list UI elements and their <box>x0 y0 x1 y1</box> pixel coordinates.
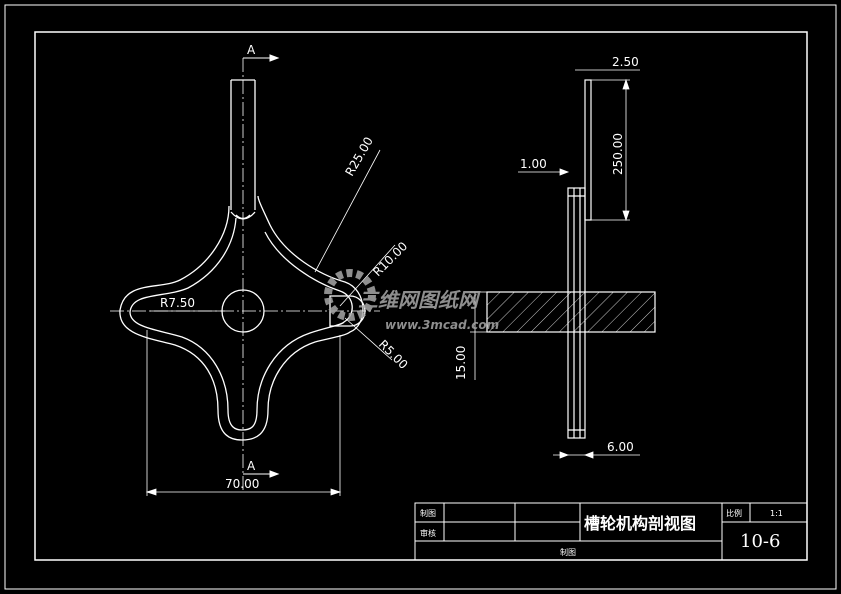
watermark: 三维网图纸网 www.3mcad.com <box>324 269 499 332</box>
tb-footer: 制图 <box>560 547 576 557</box>
tb-title: 槽轮机构剖视图 <box>584 514 696 533</box>
tb-drawing-number: 10-6 <box>740 531 780 552</box>
dim-r25: R25.00 <box>342 135 375 179</box>
right-slot <box>329 295 366 327</box>
shaft-hatch <box>487 292 655 332</box>
tb-scale-label: 比例 <box>726 508 742 518</box>
dim-r5: R5.00 <box>376 337 411 372</box>
section-mark-top: A <box>247 43 256 57</box>
watermark-cn: 三维网图纸网 <box>358 288 481 312</box>
front-view <box>119 79 366 441</box>
dim-width-70: 70.00 <box>225 477 259 491</box>
watermark-url: www.3mcad.com <box>385 318 499 332</box>
dim-6: 6.00 <box>607 440 634 454</box>
section-mark-bottom: A <box>247 459 256 473</box>
tb-drawn-by: 制图 <box>420 508 436 518</box>
sheet-outer-border <box>4 4 837 590</box>
dim-1: 1.00 <box>520 157 547 171</box>
title-block <box>414 502 808 561</box>
dim-250: 250.00 <box>611 133 625 175</box>
dim-15: 15.00 <box>454 346 468 380</box>
tb-scale-value: 1:1 <box>770 509 783 518</box>
section-view <box>486 79 656 439</box>
wheel-outer-outline <box>119 195 364 441</box>
tb-checked-by: 审核 <box>420 528 436 538</box>
gear-icon <box>324 269 376 321</box>
dim-r7-5: R7.50 <box>160 296 195 310</box>
dim-r10: R10.00 <box>370 239 410 279</box>
dim-2-5: 2.50 <box>612 55 639 69</box>
wheel-inner-outline <box>129 217 353 431</box>
